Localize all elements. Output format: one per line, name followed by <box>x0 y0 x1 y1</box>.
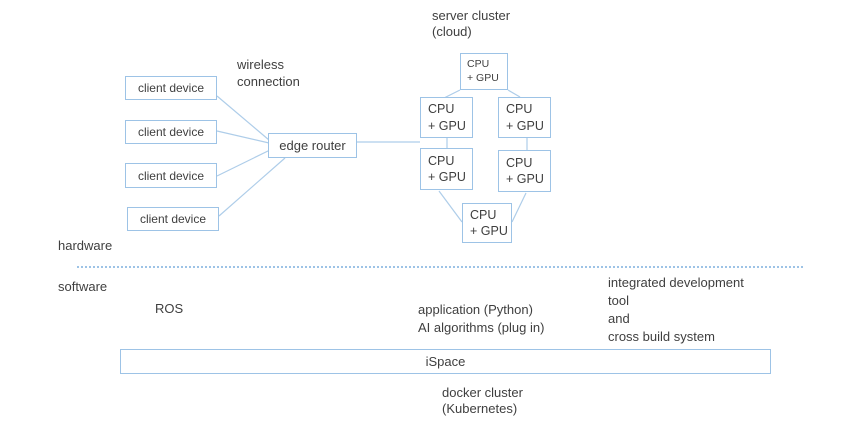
ispace-box: iSpace <box>120 349 771 374</box>
dev-tools-line1: integrated development <box>608 275 744 290</box>
connector-client2-router <box>216 130 270 144</box>
cpu-label: CPU <box>506 155 533 170</box>
wireless-label-line1: wireless <box>237 57 284 72</box>
gpu-label: + GPU <box>467 71 499 84</box>
application-line1: application (Python) <box>418 302 533 317</box>
client-device-box-1: client device <box>125 76 217 100</box>
edge-router-box: edge router <box>268 133 357 158</box>
gpu-label: + GPU <box>470 224 508 238</box>
server-cluster-title: server cluster (cloud) <box>432 8 510 40</box>
cpu-gpu-node-top: CPU + GPU <box>460 53 508 90</box>
server-cluster-subtitle-line: (cloud) <box>432 24 472 39</box>
gpu-label: + GPU <box>428 170 466 184</box>
server-cluster-title-line: server cluster <box>432 8 511 23</box>
connector-top-rightupper <box>507 89 521 98</box>
cpu-gpu-node-left-upper: CPU + GPU <box>420 97 473 138</box>
cpu-gpu-node-left-lower: CPU + GPU <box>420 148 473 190</box>
connector-client1-router <box>216 95 270 141</box>
ispace-label: iSpace <box>425 354 466 369</box>
edge-router-label: edge router <box>279 138 346 153</box>
docker-line2: (Kubernetes) <box>442 401 518 416</box>
cpu-label: CPU <box>467 57 490 70</box>
dev-tools-label: integrated development tool and cross bu… <box>608 274 744 346</box>
wireless-connection-label: wireless connection <box>237 56 300 90</box>
hardware-software-divider <box>77 266 803 268</box>
dev-tools-line3: and <box>608 311 630 326</box>
cpu-label: CPU <box>428 153 455 168</box>
cpu-gpu-node-bottom: CPU + GPU <box>462 203 512 243</box>
cpu-gpu-node-right-lower: CPU + GPU <box>498 150 551 192</box>
connector-client4-router <box>218 157 286 217</box>
docker-cluster-label: docker cluster (Kubernetes) <box>442 385 523 417</box>
gpu-label: + GPU <box>506 118 544 133</box>
cpu-label: CPU <box>506 102 533 117</box>
cpu-label: CPU <box>428 102 455 117</box>
client-device-box-4: client device <box>127 207 219 231</box>
cpu-label: CPU <box>470 207 497 222</box>
cpu-gpu-node-right-upper: CPU + GPU <box>498 97 551 138</box>
gpu-label: + GPU <box>506 172 544 186</box>
client-device-box-2: client device <box>125 120 217 144</box>
application-label: application (Python) AI algorithms (plug… <box>418 301 544 337</box>
connector-leftlower-bottom <box>438 190 463 223</box>
client-device-label: client device <box>137 125 205 139</box>
hardware-section-label: hardware <box>58 238 113 253</box>
gpu-label: + GPU <box>428 118 466 133</box>
connector-top-leftupper <box>443 89 461 99</box>
client-device-label: client device <box>137 81 205 95</box>
wireless-label-line2: connection <box>237 74 300 89</box>
client-device-label: client device <box>139 212 207 226</box>
dev-tools-line2: tool <box>608 293 629 308</box>
application-line2: AI algorithms (plug in) <box>418 320 545 335</box>
ros-label: ROS <box>155 301 184 316</box>
dev-tools-line4: cross build system <box>608 329 715 344</box>
client-device-box-3: client device <box>125 163 217 188</box>
connector-rightlower-bottom <box>511 192 527 223</box>
software-section-label: software <box>58 279 108 294</box>
connector-client3-router <box>216 149 271 177</box>
docker-line1: docker cluster <box>442 385 523 400</box>
client-device-label: client device <box>137 168 205 183</box>
